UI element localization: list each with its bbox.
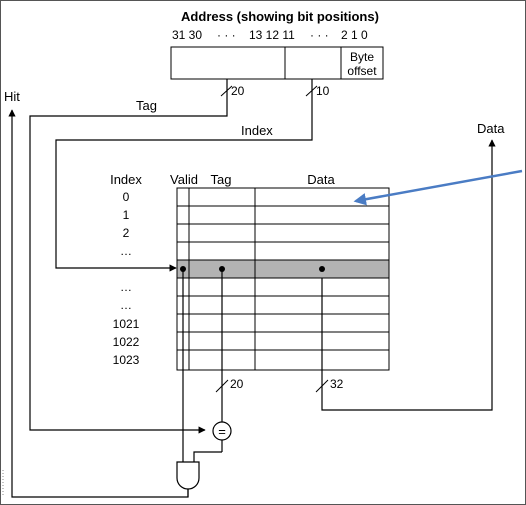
row-index-label: … <box>120 280 132 294</box>
byte-offset-label-line2: offset <box>347 64 377 78</box>
tag-compare-width-slash <box>215 379 229 393</box>
row-index-label: 1022 <box>113 335 140 349</box>
row-index-label: 1023 <box>113 353 140 367</box>
table-header-valid: Valid <box>170 172 198 187</box>
data-width-slash <box>315 379 329 393</box>
bit-positions-right: 2 1 0 <box>341 28 368 42</box>
tag-wire <box>29 79 228 434</box>
row-index-label: 2 <box>123 226 130 240</box>
bit-positions-left: 31 30 <box>172 28 202 42</box>
tag-width-label: 20 <box>231 84 245 98</box>
data-out-label: Data <box>477 121 505 136</box>
table-header-tag: Tag <box>211 172 232 187</box>
row-index-label: 1021 <box>113 317 140 331</box>
index-width-slash <box>305 85 318 97</box>
cache-table <box>176 187 390 371</box>
data-wire <box>321 139 496 411</box>
data-width-label: 32 <box>330 377 344 391</box>
address-register <box>170 46 384 80</box>
table-border <box>176 187 390 371</box>
index-width-label: 10 <box>316 84 330 98</box>
and-gate <box>176 461 200 490</box>
index-wire <box>55 79 313 272</box>
blue-annotation-arrow <box>353 169 523 206</box>
compare-to-and-wire <box>193 451 222 462</box>
bit-positions-dots-2: · · · <box>310 28 329 42</box>
tag-compare-width-label: 20 <box>230 377 244 391</box>
row-index-label: 0 <box>123 190 130 204</box>
tag-label: Tag <box>136 98 157 113</box>
tag-tap-dot <box>219 266 225 272</box>
row-index-label: … <box>120 298 132 312</box>
diagram-title: Address (showing bit positions) <box>181 9 379 24</box>
table-header-index: Index <box>110 172 142 187</box>
table-header-data: Data <box>307 172 335 187</box>
comparator-symbol: = <box>218 424 226 439</box>
index-label: Index <box>241 123 273 138</box>
row-index-label: 1 <box>123 208 130 222</box>
highlighted-row <box>177 260 389 278</box>
hit-wire <box>8 109 189 498</box>
valid-tap-dot <box>180 266 186 272</box>
byte-offset-label-line1: Byte <box>350 50 374 64</box>
bit-positions-mid: 13 12 11 <box>249 28 295 42</box>
hit-label: Hit <box>4 89 20 104</box>
bit-positions-dots-1: · · · <box>217 28 236 42</box>
data-tap-dot <box>319 266 325 272</box>
tag-width-slash <box>220 85 233 97</box>
row-index-label: … <box>120 244 132 258</box>
